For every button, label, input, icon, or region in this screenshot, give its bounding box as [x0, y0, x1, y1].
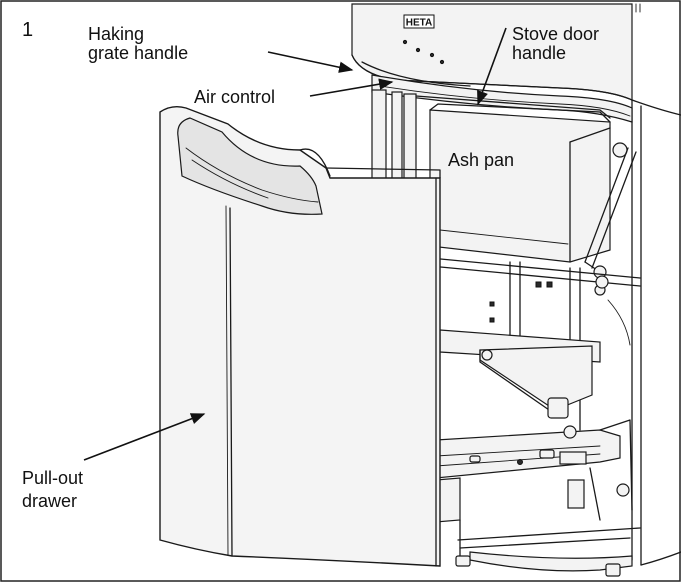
pull-out-drawer-panel: [159, 105, 441, 567]
arrow-haking-grate-handle: [267, 51, 354, 73]
label-stove-door-handle-line1: Stove door: [512, 24, 599, 44]
label-stove-door-handle-line2: handle: [512, 43, 566, 63]
brand-logo-plate: [403, 14, 435, 29]
label-pull-out-drawer-line2: drawer: [22, 491, 77, 511]
label-pull-out-drawer-line1: Pull-out: [22, 468, 83, 488]
brand-logo-text: HETA: [406, 18, 432, 29]
annotations: 1 Haking grate handle Air control Stove …: [22, 19, 599, 511]
arrow-stove-door-handle: [477, 27, 507, 106]
arrow-pull-out-drawer: [83, 413, 206, 461]
label-haking-grate-handle-line1: Haking: [88, 24, 144, 44]
label-air-control: Air control: [194, 87, 275, 107]
arrow-air-control: [309, 78, 394, 97]
figure-number: 1: [22, 19, 33, 41]
label-haking-grate-handle-line2: grate handle: [88, 43, 188, 63]
label-ash-pan: Ash pan: [448, 150, 514, 170]
